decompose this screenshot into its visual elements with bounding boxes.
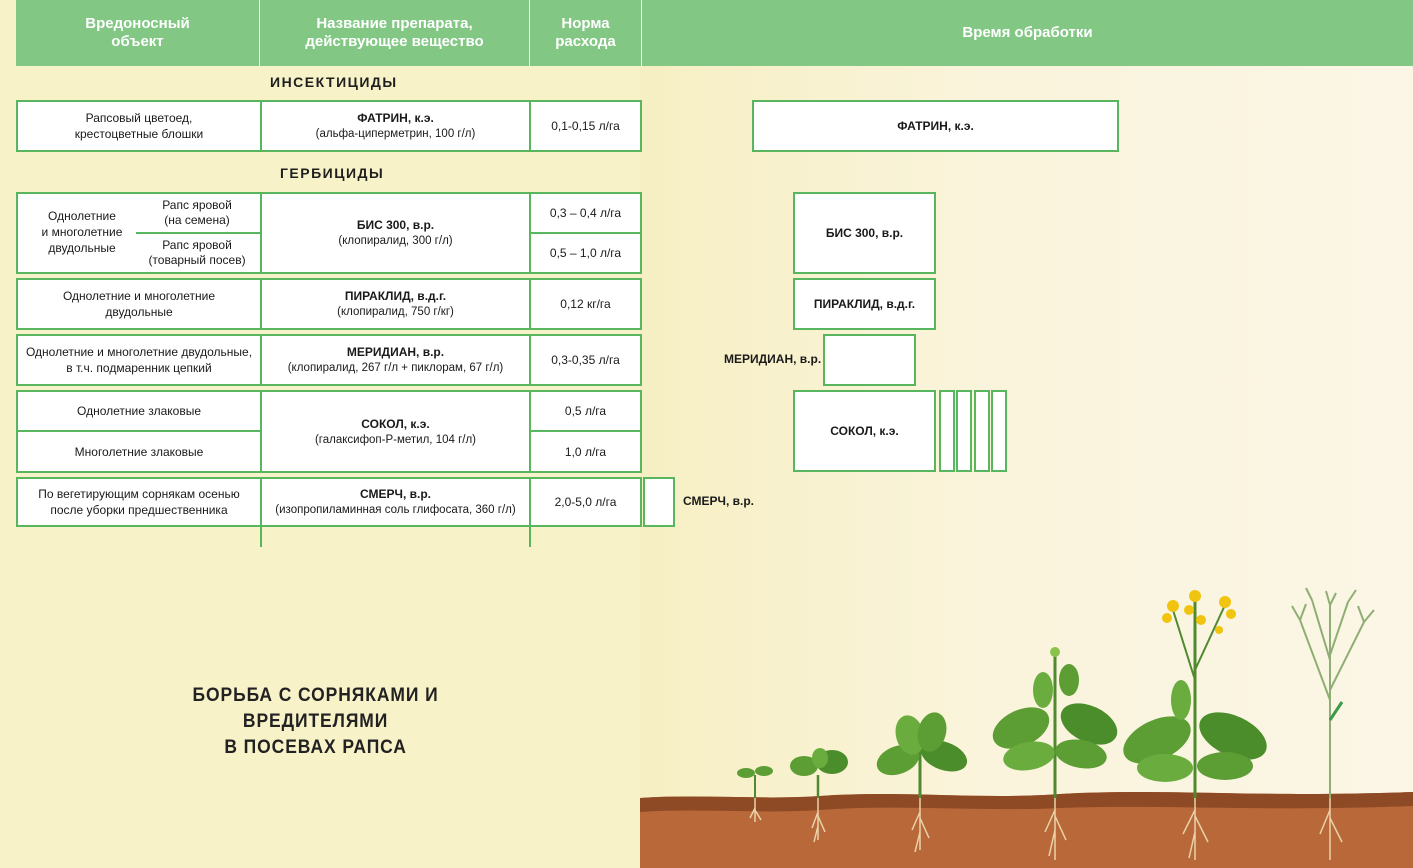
sokol-product: СОКОЛ, к.э. (галаксифоп-Р-метил, 104 г/л): [260, 390, 531, 473]
fatrin-target: Рапсовый цветоед, крестоцветные блошки: [16, 100, 262, 152]
sokol-target1: Однолетние злаковые: [16, 390, 262, 432]
header-rate: Норма расхода: [530, 0, 642, 66]
piraklid-substance: (клопиралид, 750 г/кг): [337, 306, 454, 318]
table-header: Вредоносный объект Название препарата, д…: [16, 0, 1413, 66]
meridian-rate: 0,3-0,35 л/га: [529, 334, 642, 386]
seedling-stage-1: [737, 766, 773, 822]
sokol-target2: Многолетние злаковые: [16, 430, 262, 473]
column-tail-line: [529, 527, 531, 547]
bis-substance: (клопиралид, 300 г/л): [338, 235, 453, 247]
piraklid-rate: 0,12 кг/га: [529, 278, 642, 330]
meridian-substance: (клопиралид, 267 г/л + пиклорам, 67 г/л): [287, 362, 504, 374]
timing-sokol-strip: [991, 390, 1007, 472]
piraklid-target: Однолетние и многолетние двудольные: [16, 278, 262, 330]
plant-stage-4: [992, 647, 1118, 860]
meridian-product: МЕРИДИАН, в.р. (клопиралид, 267 г/л + пик…: [260, 334, 531, 386]
timing-sokol-strip: [956, 390, 972, 472]
bis-target: Однолетние и многолетние двудольные Рапс…: [16, 192, 262, 274]
timing-fatrin: ФАТРИН, к.э.: [752, 100, 1119, 152]
bis-rate1: 0,3 – 0,4 л/га: [529, 192, 642, 234]
bis-rate2: 0,5 – 1,0 л/га: [529, 232, 642, 274]
fatrin-rate: 0,1-0,15 л/га: [529, 100, 642, 152]
sokol-rate1: 0,5 л/га: [529, 390, 642, 432]
sokol-rate2: 1,0 л/га: [529, 430, 642, 473]
sokol-name: СОКОЛ, к.э.: [361, 416, 430, 431]
plant-stage-5-flowering: [1123, 590, 1267, 860]
bis-sub2: Рапс яровой (товарный посев): [148, 238, 246, 267]
piraklid-name: ПИРАКЛИД, в.д.г.: [344, 289, 447, 303]
column-tail-line: [260, 527, 262, 547]
fatrin-name: ФАТРИН, к.э.: [357, 111, 434, 125]
soil-top: [640, 792, 1413, 812]
bis-name: БИС 300, в.р.: [356, 218, 435, 232]
bis-sub1: Рапс яровой (на семена): [162, 198, 232, 227]
bis-target-divider: [136, 232, 262, 234]
fatrin-product: ФАТРИН, к.э. (альфа-циперметрин, 100 г/л): [260, 100, 531, 152]
smerch-substance: (изопропиламинная соль глифосата, 360 г/…: [275, 504, 516, 516]
fatrin-substance: (альфа-циперметрин, 100 г/л): [315, 128, 476, 140]
bis-product: БИС 300, в.р. (клопиралид, 300 г/л): [260, 192, 531, 274]
sokol-substance: (галаксифоп-Р-метил, 104 г/л): [314, 433, 477, 446]
meridian-name: МЕРИДИАН, в.р.: [346, 345, 445, 359]
plant-stage-3: [876, 712, 968, 853]
timing-bis: БИС 300, в.р.: [793, 192, 936, 274]
smerch-rate: 2,0-5,0 л/га: [529, 477, 642, 527]
timing-meridian-label: МЕРИДИАН, в.р.: [724, 352, 822, 366]
timing-smerch-label: СМЕРЧ, в.р.: [683, 494, 754, 508]
section-insecticides: ИНСЕКТИЦИДЫ: [270, 74, 398, 90]
piraklid-product: ПИРАКЛИД, в.д.г. (клопиралид, 750 г/кг): [260, 278, 531, 330]
header-product: Название препарата, действующее вещество: [260, 0, 530, 66]
timing-sokol-strip: [974, 390, 990, 472]
plant-stage-2: [790, 748, 848, 843]
timing-meridian-box: [823, 334, 916, 386]
timing-sokol: СОКОЛ, к.э.: [793, 390, 936, 472]
smerch-target: По вегетирующим сорнякам осенью после уб…: [16, 477, 262, 527]
section-herbicides: ГЕРБИЦИДЫ: [280, 165, 385, 181]
header-target: Вредоносный объект: [16, 0, 260, 66]
timing-piraklid: ПИРАКЛИД, в.д.г.: [793, 278, 936, 330]
page-title: БОРЬБА С СОРНЯКАМИ И ВРЕДИТЕЛЯМИ В ПОСЕВ…: [192, 685, 439, 758]
timing-smerch-box: [643, 477, 675, 527]
bis-group: Однолетние и многолетние двудольные: [41, 209, 123, 255]
soil: [640, 792, 1413, 868]
timing-sokol-strip: [939, 390, 955, 472]
smerch-product: СМЕРЧ, в.р. (изопропиламинная соль глифос…: [260, 477, 531, 527]
smerch-name: СМЕРЧ, в.р.: [360, 487, 431, 501]
meridian-target: Однолетние и многолетние двудольные, в т…: [16, 334, 262, 386]
rapeseed-growth-illustration: [640, 587, 1413, 868]
plant-stage-6-ripening: [1291, 587, 1375, 860]
header-timing: Время обработки: [962, 24, 1093, 41]
